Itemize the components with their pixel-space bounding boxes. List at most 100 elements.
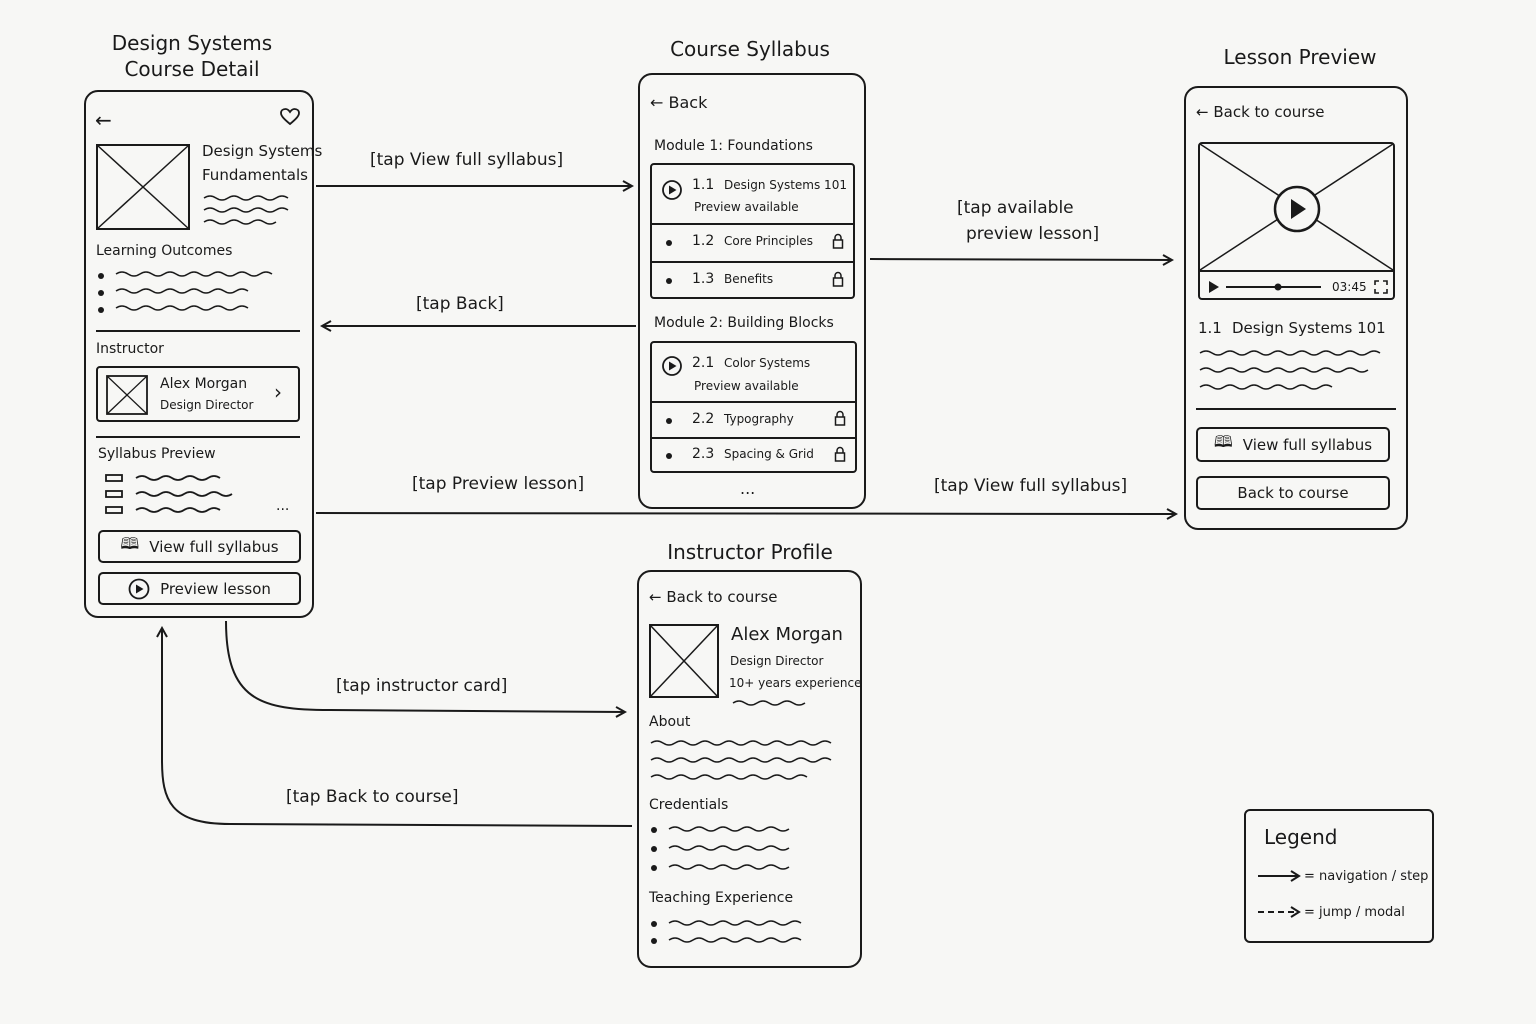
credential-bullet: [651, 865, 657, 871]
about-heading: About: [649, 714, 691, 730]
lesson-number: 1.1: [1198, 319, 1222, 337]
lesson-title: Core Principles: [724, 234, 814, 248]
preview-lesson-label: Preview lesson: [160, 579, 271, 598]
back-arrow-icon: ←: [649, 588, 667, 606]
lesson-preview-note: Preview available: [694, 200, 799, 214]
instructor-card[interactable]: Alex Morgan Design Director ›: [96, 366, 300, 422]
profile-back-link[interactable]: ← Back to course: [649, 588, 778, 606]
course-detail-title: Design Systems Course Detail: [92, 30, 292, 82]
lesson-number: 2.1: [692, 355, 715, 371]
lock-icon: [832, 271, 844, 287]
chevron-right-icon: ›: [274, 380, 282, 404]
about-squiggles: [650, 740, 832, 780]
legend-box: Legend = navigation / step = jump / moda…: [1244, 809, 1434, 943]
lesson-number: 2.3: [692, 446, 715, 462]
instructor-profile-screen: ← Back to course Alex Morgan Design Dire…: [637, 570, 862, 968]
lesson-1-1-row[interactable]: 1.1 Design Systems 101 Preview available: [652, 165, 853, 223]
back-to-course-label: Back to course: [1237, 484, 1349, 502]
fullscreen-icon[interactable]: [1374, 280, 1388, 294]
play-button-icon[interactable]: [1272, 184, 1322, 234]
back-arrow-icon[interactable]: ←: [95, 108, 112, 132]
flow-label-detail-to-instructor: [tap instructor card]: [336, 676, 508, 696]
course-title-line2: Fundamentals: [202, 166, 308, 184]
profile-role: Design Director: [730, 654, 824, 668]
lesson-title: Spacing & Grid: [724, 447, 814, 461]
lesson-bullet: [666, 278, 672, 284]
divider: [96, 436, 300, 438]
teaching-experience-heading: Teaching Experience: [649, 890, 794, 906]
back-arrow-icon: ←: [650, 93, 669, 112]
divider: [96, 330, 300, 332]
course-image-placeholder: [96, 144, 190, 230]
module2-lesson-list: 2.1 Color Systems Preview available 2.2 …: [650, 341, 857, 473]
legend-title: Legend: [1264, 825, 1338, 849]
flow-label-detail-to-syllabus: [tap View full syllabus]: [370, 150, 564, 170]
lock-icon: [834, 446, 846, 462]
back-label: Back to course: [666, 588, 778, 606]
profile-name: Alex Morgan: [731, 624, 843, 645]
book-icon: 🕮: [120, 534, 140, 553]
credential-squiggles: [668, 826, 790, 870]
lesson-bullet: [666, 240, 672, 246]
lesson-preview-note: Preview available: [694, 379, 799, 393]
profile-experience: 10+ years experience: [729, 676, 862, 690]
lesson-number: 1.3: [692, 271, 715, 287]
lock-icon: [834, 410, 846, 426]
lesson-2-2-row[interactable]: 2.2 Typography: [652, 401, 855, 437]
module1-heading: Module 1: Foundations: [654, 138, 813, 154]
lesson-bullet: [666, 418, 672, 424]
arrow-detail-to-instructor: [225, 620, 625, 712]
learning-outcomes-heading: Learning Outcomes: [96, 243, 233, 259]
lesson-back-link[interactable]: ← Back to course: [1196, 103, 1325, 121]
view-full-syllabus-label: View full syllabus: [149, 537, 279, 556]
heart-icon[interactable]: [280, 108, 300, 126]
video-player[interactable]: 03:45: [1198, 142, 1395, 300]
progress-bar[interactable]: [1226, 280, 1322, 294]
lesson-back-to-course-button[interactable]: Back to course: [1196, 476, 1390, 510]
legend-dashed-label: = jump / modal: [1304, 905, 1405, 920]
syllabus-back-link[interactable]: ← Back: [650, 93, 707, 112]
credentials-heading: Credentials: [649, 797, 729, 813]
arrow-instructor-to-detail: [162, 628, 633, 827]
lock-icon: [832, 233, 844, 249]
lesson-preview-screen: ← Back to course 03:45 1.1 Design System…: [1184, 86, 1408, 530]
lesson-title: Benefits: [724, 272, 774, 286]
lesson-2-3-row[interactable]: 2.3 Spacing & Grid: [652, 437, 855, 473]
credential-bullet: [651, 846, 657, 852]
lesson-1-3-row[interactable]: 1.3 Benefits: [652, 261, 853, 299]
view-full-syllabus-button[interactable]: 🕮 View full syllabus: [98, 530, 301, 563]
lesson-view-full-syllabus-button[interactable]: 🕮 View full syllabus: [1196, 427, 1390, 462]
teaching-squiggles: [668, 920, 802, 943]
module1-lesson-list: 1.1 Design Systems 101 Preview available…: [650, 163, 855, 299]
more-lessons-ellipsis: ...: [740, 479, 756, 498]
play-circle-icon: [128, 578, 150, 599]
back-label: Back: [668, 93, 708, 112]
profile-squiggle: [732, 700, 806, 706]
legend-dashed-arrow: [1258, 906, 1301, 918]
lesson-2-1-row[interactable]: 2.1 Color Systems Preview available: [652, 343, 855, 401]
course-syllabus-title: Course Syllabus: [670, 37, 830, 61]
arrow-syllabus-to-lesson: [869, 259, 1172, 260]
back-label: Back to course: [1213, 103, 1325, 121]
play-circle-icon: [662, 180, 682, 200]
credential-bullet: [651, 827, 657, 833]
flow-label-instructor-to-detail: [tap Back to course]: [286, 787, 459, 807]
lesson-title: Typography: [724, 412, 794, 426]
arrow-detail-to-lesson: [315, 513, 1176, 514]
teaching-bullet: [651, 938, 657, 944]
video-time: 03:45: [1332, 280, 1367, 294]
module2-heading: Module 2: Building Blocks: [654, 315, 834, 331]
outcome-squiggles: [115, 271, 273, 311]
view-full-syllabus-label: View full syllabus: [1242, 435, 1373, 454]
lesson-1-2-row[interactable]: 1.2 Core Principles: [652, 223, 853, 261]
outcome-bullet: [98, 290, 104, 296]
lesson-number: 1.1: [692, 177, 715, 193]
video-controls-divider: [1200, 270, 1393, 272]
syllabus-preview-heading: Syllabus Preview: [98, 446, 216, 462]
teaching-bullet: [651, 921, 657, 927]
flow-label-detail-to-lesson: [tap Preview lesson]: [412, 474, 585, 494]
lesson-number: 2.2: [692, 411, 715, 427]
play-circle-icon: [662, 356, 682, 376]
preview-lesson-button[interactable]: Preview lesson: [98, 572, 301, 605]
play-small-icon[interactable]: [1208, 280, 1220, 294]
